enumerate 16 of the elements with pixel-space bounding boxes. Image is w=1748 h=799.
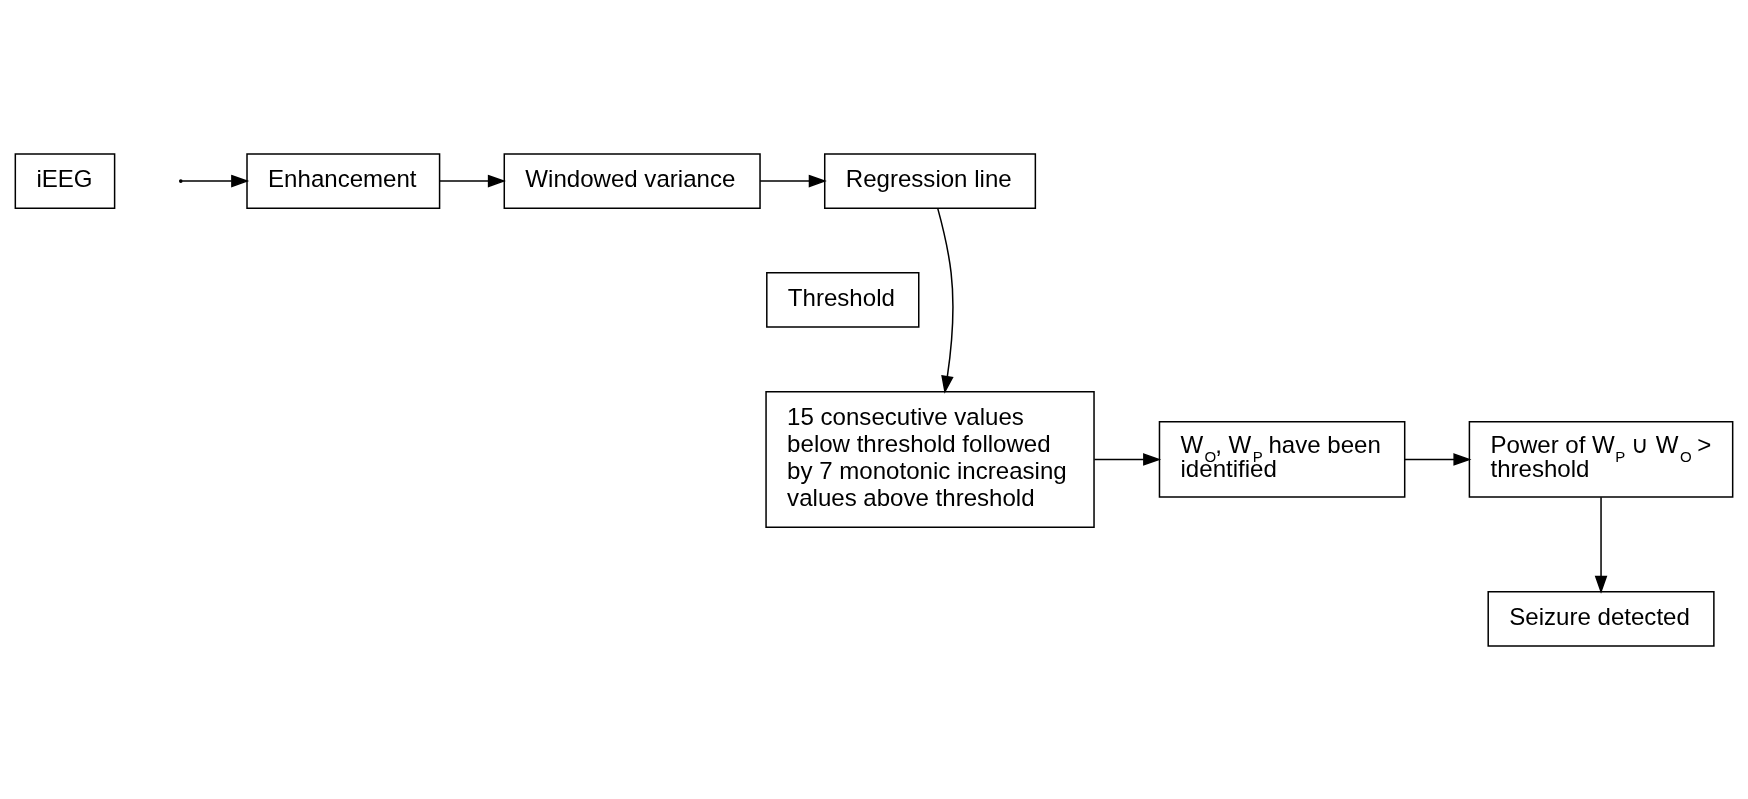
node-box: Threshold xyxy=(766,271,920,328)
node-box: Windowed variance xyxy=(503,152,761,209)
node-box: Regression line xyxy=(824,152,1037,209)
node-box: W$_{O}$, W$_{P}$ have been identified xyxy=(1158,420,1406,498)
node-box: 15 consecutive values below threshold followed by 7 monotonic increasing values above threshold xyxy=(765,390,1095,528)
arrow xyxy=(439,174,506,187)
node-box: Enhancement xyxy=(246,152,441,209)
arrow xyxy=(937,207,954,394)
node-box: Power of W$_{P}$ ∪ W$_{O}$ > threshold xyxy=(1468,420,1734,498)
arrow xyxy=(1594,495,1608,594)
arrow xyxy=(181,174,250,187)
arrow xyxy=(1404,452,1472,466)
arrow xyxy=(1093,452,1162,466)
node-box: Seizure detected xyxy=(1487,590,1715,647)
node-box: iEEG xyxy=(14,152,116,209)
arrow xyxy=(759,174,827,187)
